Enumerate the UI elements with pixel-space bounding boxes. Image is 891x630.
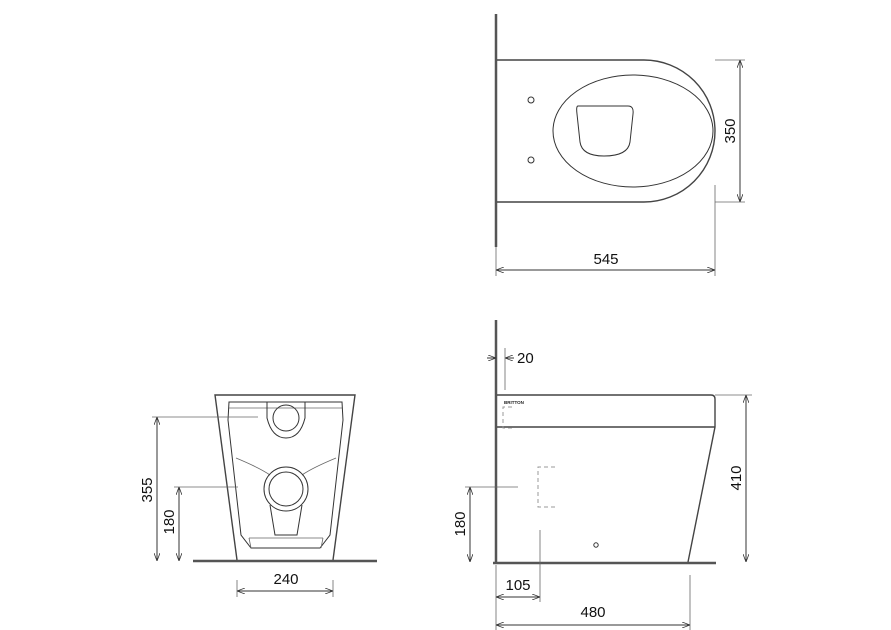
- pan-outline: [497, 59, 716, 203]
- brand-logo: BRITTON: [504, 400, 524, 405]
- width-label: 545: [593, 251, 618, 268]
- depth-label: 350: [722, 118, 739, 143]
- side-view: BRITTON 20 410 180 105 480: [452, 320, 752, 630]
- bowl-opening: [576, 105, 634, 157]
- outlet-offset-label: 105: [505, 577, 530, 594]
- back-recess: [227, 401, 344, 549]
- top-view: 350 545: [494, 14, 745, 276]
- pan-outline: [214, 394, 356, 561]
- fixing-hole: [527, 156, 535, 164]
- outlet-hidden: [537, 466, 555, 508]
- fixing-hole: [527, 96, 535, 104]
- depth-label: 480: [580, 604, 605, 621]
- inlet-hole: [272, 404, 300, 432]
- seat-outline: [552, 74, 714, 188]
- height-label: 355: [139, 477, 156, 502]
- outlet-height-label: 180: [161, 509, 178, 534]
- front-view: 355 180 240: [139, 394, 377, 597]
- base-width-label: 240: [273, 571, 298, 588]
- outlet-hole: [268, 471, 304, 507]
- outlet-height-label: 180: [452, 511, 469, 536]
- height-label: 410: [728, 465, 745, 490]
- pan-outline: [497, 394, 716, 563]
- wall-gap-label: 20: [517, 350, 534, 367]
